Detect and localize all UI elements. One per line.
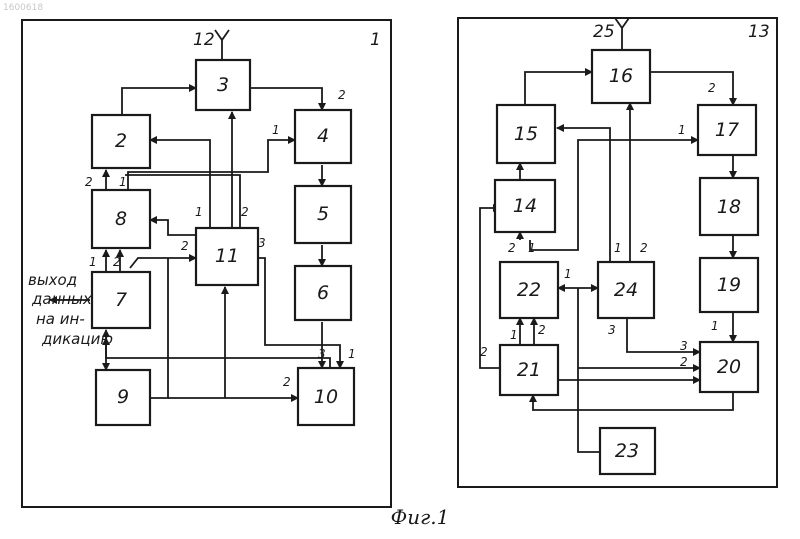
left-panel-number: 1	[370, 30, 381, 50]
svg-text:16: 16	[609, 65, 633, 87]
svg-text:15: 15	[514, 123, 538, 145]
svg-text:6: 6	[317, 282, 329, 304]
svg-text:3: 3	[608, 323, 616, 337]
block-4: 4	[295, 110, 351, 163]
svg-text:2: 2	[85, 175, 93, 189]
svg-text:3: 3	[258, 236, 266, 250]
svg-text:1: 1	[89, 255, 97, 269]
block-23: 23	[600, 428, 655, 474]
block-5: 5	[295, 186, 351, 243]
svg-text:20: 20	[717, 356, 741, 378]
svg-text:19: 19	[717, 274, 741, 296]
svg-text:8: 8	[115, 208, 127, 230]
left-panel: 1 12	[22, 20, 391, 507]
svg-text:3: 3	[217, 74, 229, 96]
block-9: 8	[92, 190, 150, 248]
block-3: 3	[196, 60, 250, 110]
block-15: 15	[497, 105, 555, 163]
svg-text:2: 2	[680, 355, 688, 369]
block-17: 17	[698, 105, 756, 155]
svg-text:2: 2	[480, 345, 488, 359]
block-7: 10	[298, 368, 354, 425]
svg-text:1: 1	[564, 267, 572, 281]
svg-text:2: 2	[538, 323, 546, 337]
svg-text:11: 11	[215, 245, 239, 267]
block-20: 20	[700, 342, 758, 392]
right-panel: 13 25	[458, 18, 777, 487]
svg-text:2: 2	[508, 241, 516, 255]
svg-text:2: 2	[113, 255, 121, 269]
block-16: 16	[592, 50, 650, 103]
block-11: 11	[196, 228, 258, 285]
block-6: 6	[295, 266, 351, 320]
svg-text:3: 3	[680, 339, 688, 353]
antenna-25-label: 25	[593, 22, 615, 42]
svg-text:1: 1	[272, 123, 280, 137]
svg-text:21: 21	[517, 359, 541, 381]
svg-text:2: 2	[640, 241, 648, 255]
block-21: 21	[500, 345, 558, 395]
svg-text:на ин-: на ин-	[36, 310, 85, 328]
svg-text:2: 2	[181, 239, 189, 253]
svg-text:1: 1	[528, 241, 536, 255]
svg-text:2: 2	[708, 81, 716, 95]
svg-text:5: 5	[317, 203, 329, 225]
block-8: 7	[92, 272, 150, 328]
svg-text:9: 9	[117, 386, 129, 408]
svg-text:данных: данных	[31, 290, 92, 308]
svg-text:дикацию: дикацию	[41, 330, 113, 348]
svg-text:1: 1	[614, 241, 622, 255]
block-10: 9	[96, 370, 150, 425]
svg-text:14: 14	[513, 195, 537, 217]
svg-text:2: 2	[283, 375, 291, 389]
svg-text:1: 1	[119, 175, 127, 189]
block-24: 24	[598, 262, 654, 318]
svg-text:1: 1	[678, 123, 686, 137]
svg-text:выход: выход	[28, 271, 77, 289]
svg-text:2: 2	[115, 130, 127, 152]
svg-text:18: 18	[717, 196, 741, 218]
svg-text:23: 23	[615, 440, 639, 462]
svg-text:10: 10	[314, 386, 338, 408]
svg-text:7: 7	[115, 289, 127, 311]
svg-text:4: 4	[317, 125, 329, 147]
svg-text:1: 1	[711, 319, 719, 333]
svg-text:17: 17	[715, 119, 739, 141]
block-19: 19	[700, 258, 758, 312]
svg-text:1: 1	[510, 328, 518, 342]
svg-text:1: 1	[348, 347, 356, 361]
block-18: 18	[700, 178, 758, 235]
block-2: 2	[92, 115, 150, 168]
antenna-12-label: 12	[193, 30, 215, 50]
svg-text:22: 22	[517, 279, 541, 301]
block-14: 14	[495, 180, 555, 232]
doc-number: 1600618	[3, 3, 43, 13]
svg-text:2: 2	[241, 205, 249, 219]
block-22: 22	[500, 262, 558, 318]
right-panel-number: 13	[748, 22, 770, 42]
antenna-25: 25	[593, 18, 629, 50]
svg-text:1: 1	[195, 205, 203, 219]
svg-text:3: 3	[318, 347, 326, 361]
antenna-12: 12	[193, 30, 229, 60]
svg-text:24: 24	[614, 279, 638, 301]
svg-text:2: 2	[338, 88, 346, 102]
figure-caption: Фиг.1	[391, 505, 450, 529]
